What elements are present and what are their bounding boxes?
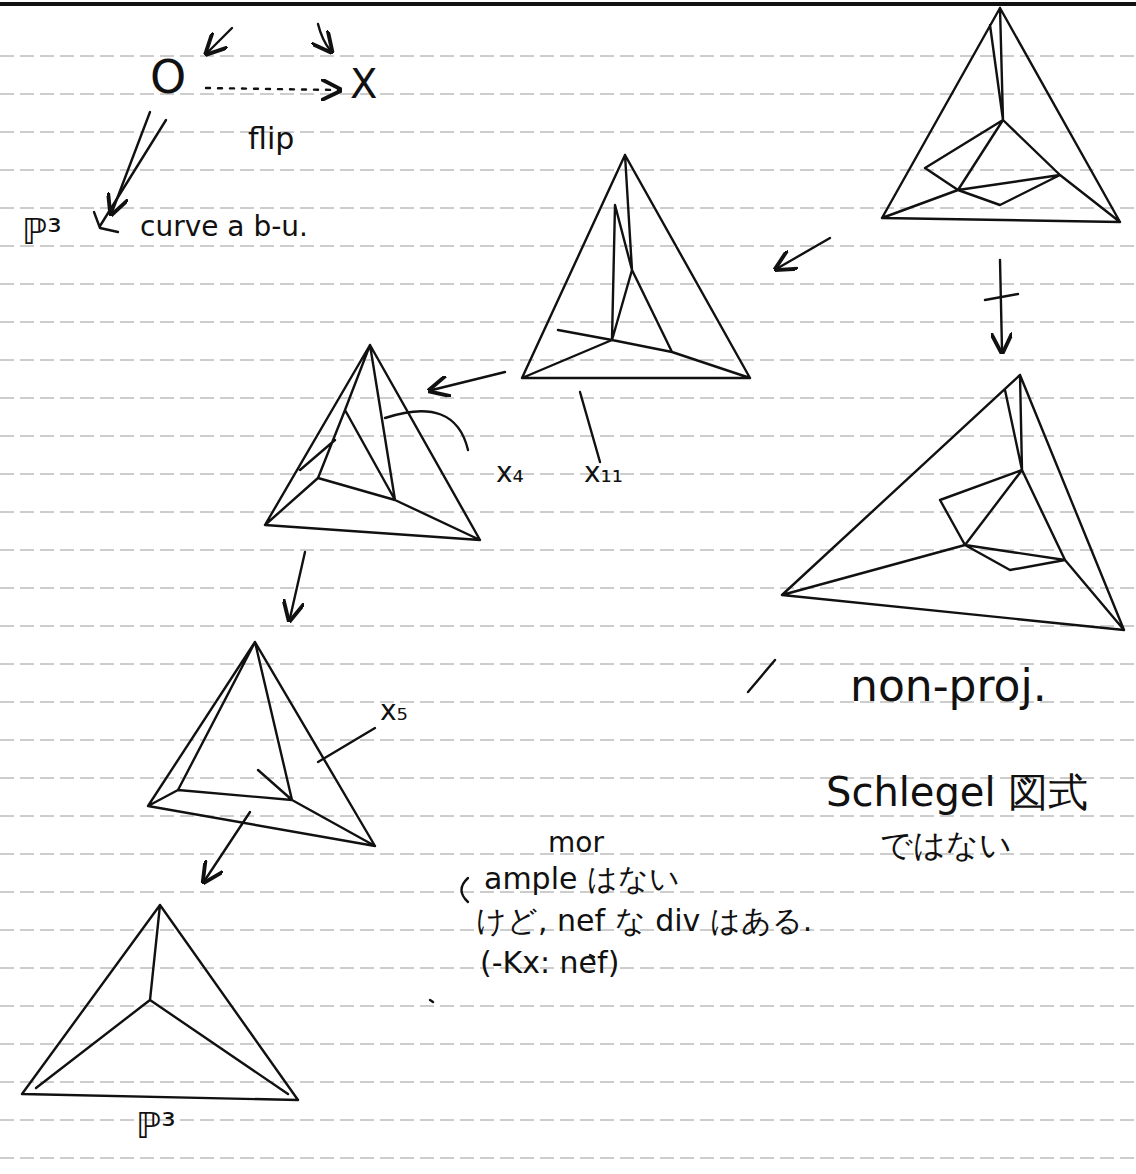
slash-mark: [748, 660, 775, 692]
handwritten-note: X: [350, 62, 377, 106]
schlegel-diagram: [782, 375, 1124, 630]
handwritten-note: flip: [248, 122, 294, 155]
arrow: [432, 372, 505, 390]
flip-arrow: [206, 88, 338, 90]
arrow: [778, 238, 830, 268]
handwritten-note: ℙ³: [136, 1106, 176, 1146]
handwritten-note: x₅: [380, 696, 408, 727]
arrow: [1000, 260, 1002, 350]
handwritten-note: けど, nef な div はある.: [476, 904, 812, 937]
schlegel-diagram: [148, 642, 375, 846]
handwritten-note: x₁₁: [584, 458, 623, 489]
handwritten-note: non-proj.: [850, 662, 1047, 710]
handwritten-note: Schlegel 図式: [826, 770, 1088, 814]
schlegel-diagram: [22, 905, 298, 1100]
handwritten-note: mor: [548, 828, 604, 859]
handwritten-note: ではない: [880, 828, 1012, 863]
handwritten-note: curve a b-u.: [140, 212, 308, 243]
handwritten-note: x₄: [496, 458, 524, 489]
handwritten-note: ℙ³: [22, 212, 62, 252]
ruled-lines: [0, 56, 1136, 1158]
check-mark: [462, 878, 469, 902]
schlegel-diagram: [522, 155, 750, 378]
arrow: [208, 28, 232, 52]
schlegel-diagram: [882, 8, 1120, 222]
handwritten-note: O: [150, 52, 186, 103]
leader-line: [318, 728, 375, 762]
arrow: [318, 24, 330, 50]
handwritten-note: ample はない: [484, 862, 680, 895]
dot-mark: [430, 1000, 433, 1002]
arrow: [985, 294, 1018, 300]
leader-line: [580, 392, 600, 462]
page-top-rule: [0, 2, 1136, 6]
arrow: [100, 120, 166, 226]
schlegel-diagram: [265, 345, 480, 540]
arrow: [94, 212, 118, 232]
handwritten-note: (-Kx: nef): [480, 946, 619, 979]
arrow: [290, 552, 305, 618]
